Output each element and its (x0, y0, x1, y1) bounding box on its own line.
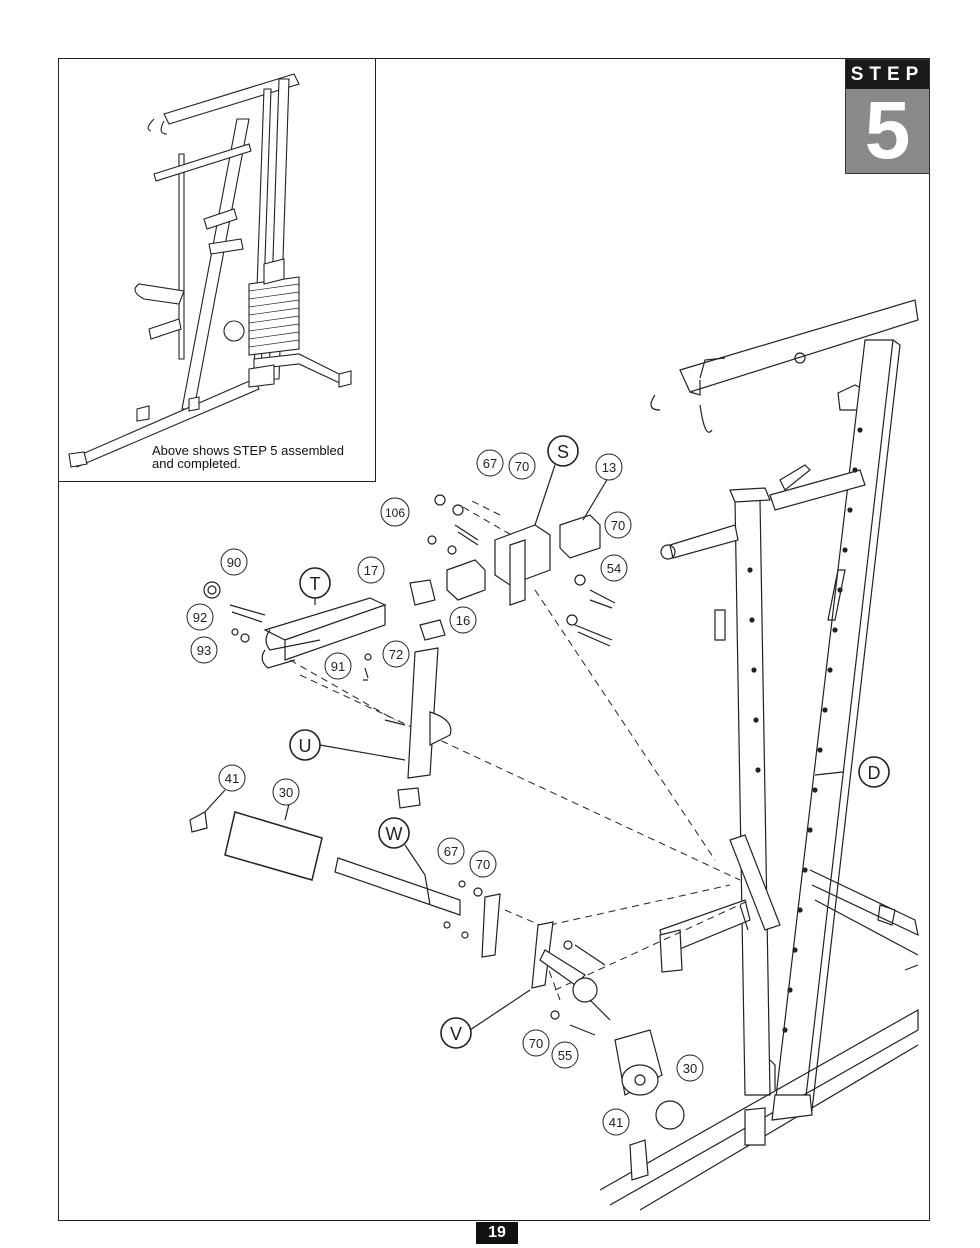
svg-text:W: W (386, 824, 403, 844)
svg-text:106: 106 (385, 506, 405, 520)
svg-text:13: 13 (602, 460, 616, 475)
callout-93: 93 (190, 636, 218, 664)
page-frame (58, 58, 930, 1221)
svg-text:93: 93 (197, 643, 211, 658)
svg-text:17: 17 (364, 563, 378, 578)
svg-text:70: 70 (611, 518, 625, 533)
callout-v: V (440, 1017, 472, 1049)
svg-text:T: T (310, 574, 321, 594)
callout-u: U (289, 729, 321, 761)
callout-s: S (547, 435, 579, 467)
callout-54: 54 (600, 554, 628, 582)
svg-text:72: 72 (389, 647, 403, 662)
svg-text:67: 67 (444, 844, 458, 859)
inset-caption-line1: Above shows STEP 5 assembled (152, 443, 344, 458)
callout-30b: 30 (676, 1054, 704, 1082)
svg-text:91: 91 (331, 659, 345, 674)
callout-55: 55 (551, 1041, 579, 1069)
svg-text:30: 30 (683, 1061, 697, 1076)
callout-70a: 70 (508, 452, 536, 480)
callout-70b: 70 (604, 511, 632, 539)
callout-16: 16 (449, 606, 477, 634)
svg-text:67: 67 (483, 456, 497, 471)
step-number: 5 (846, 89, 929, 173)
callout-92: 92 (186, 603, 214, 631)
callout-t: T (299, 567, 331, 599)
callout-106: 106 (380, 497, 410, 527)
svg-text:41: 41 (225, 771, 239, 786)
svg-text:70: 70 (515, 459, 529, 474)
inset-caption: Above shows STEP 5 assembled and complet… (152, 444, 344, 470)
callout-90: 90 (220, 548, 248, 576)
svg-text:92: 92 (193, 610, 207, 625)
svg-text:S: S (557, 442, 569, 462)
svg-text:55: 55 (558, 1048, 572, 1063)
svg-text:V: V (450, 1024, 462, 1044)
callout-41b: 41 (602, 1108, 630, 1136)
svg-text:30: 30 (279, 785, 293, 800)
svg-text:70: 70 (476, 857, 490, 872)
svg-text:54: 54 (607, 561, 621, 576)
svg-text:D: D (868, 763, 881, 783)
inset-caption-line2: and completed. (152, 456, 241, 471)
assembled-inset: Above shows STEP 5 assembled and complet… (58, 58, 376, 482)
step-badge: STEP 5 (845, 59, 930, 174)
callout-30a: 30 (272, 778, 300, 806)
svg-text:16: 16 (456, 613, 470, 628)
frame-d-drawing (599, 299, 919, 1211)
callout-67a: 67 (476, 449, 504, 477)
svg-text:90: 90 (227, 555, 241, 570)
callout-91: 91 (324, 652, 352, 680)
svg-text:41: 41 (609, 1115, 623, 1130)
svg-text:U: U (299, 736, 312, 756)
callout-67b: 67 (437, 837, 465, 865)
step-label: STEP (846, 60, 929, 89)
callout-13: 13 (595, 453, 623, 481)
callout-70d: 70 (522, 1029, 550, 1057)
callout-41a: 41 (218, 764, 246, 792)
callout-70c: 70 (469, 850, 497, 878)
callout-d: D (858, 756, 890, 788)
callout-w: W (378, 817, 410, 849)
callout-72: 72 (382, 640, 410, 668)
assembled-machine-drawing (68, 73, 352, 468)
page-number: 19 (476, 1222, 518, 1244)
svg-text:70: 70 (529, 1036, 543, 1051)
callout-17: 17 (357, 556, 385, 584)
